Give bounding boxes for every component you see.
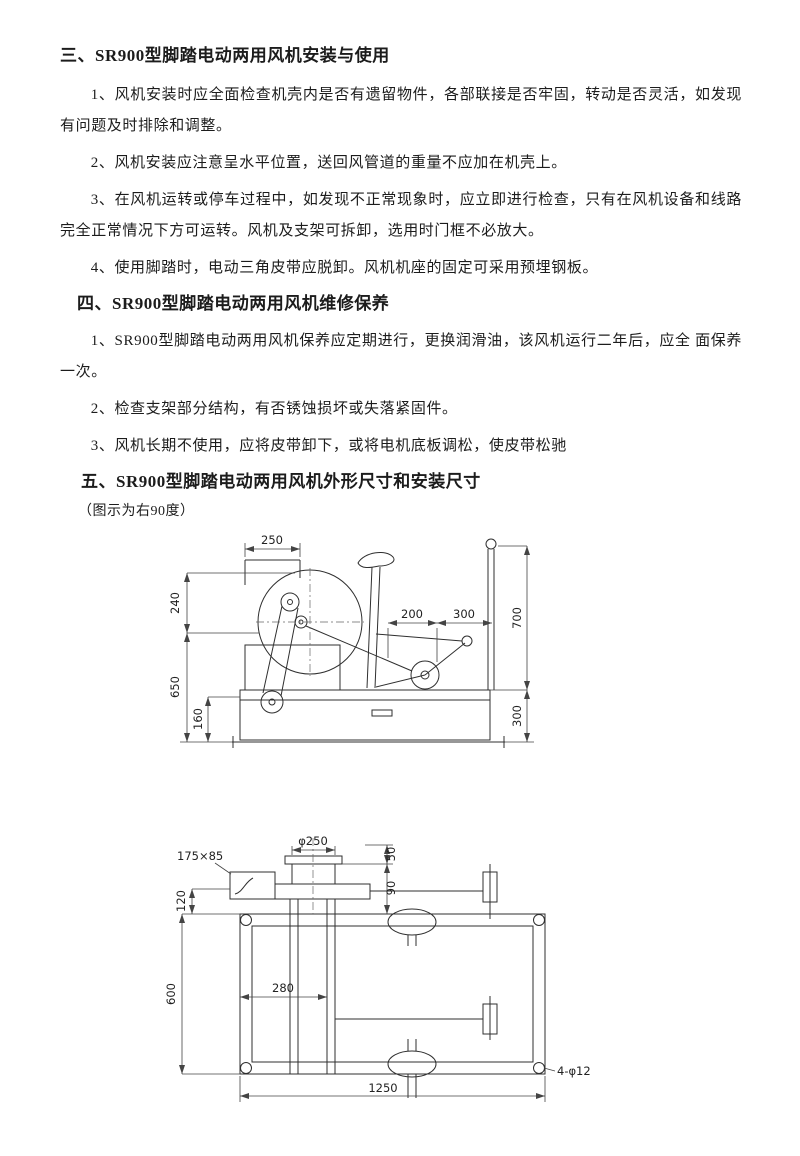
saddle-bottom-stem — [407, 1039, 417, 1051]
seat-post — [366, 566, 381, 689]
dim-250: 250 — [244, 533, 301, 557]
base-frame — [239, 689, 491, 741]
bottom-stub — [407, 1074, 417, 1098]
section-maintenance: 四、SR900型脚踏电动两用风机维修保养 1、SR900型脚踏电动两用风机保养应… — [60, 292, 742, 462]
frame-inner — [251, 925, 534, 1063]
dim-50: 50 — [342, 844, 398, 865]
flywheel — [260, 690, 284, 714]
section-dimensions: 五、SR900型脚踏电动两用风机外形尺寸和安装尺寸 （图示为右90度） — [60, 470, 742, 1124]
svg-text:90: 90 — [384, 881, 398, 896]
label-bolt-holes: 4-φ12 — [543, 1064, 591, 1078]
dim-1250: 1250 — [239, 1076, 546, 1102]
svg-text:4-φ12: 4-φ12 — [557, 1064, 591, 1078]
svg-text:160: 160 — [191, 708, 205, 730]
svg-text:120: 120 — [174, 890, 188, 912]
fan-column — [289, 899, 336, 1074]
flywheel-axle — [268, 698, 276, 706]
dim-240: 240 — [168, 572, 295, 634]
dim-700: 700 — [490, 545, 530, 691]
fan-machine-outline — [232, 538, 505, 748]
dim-200: 200 — [387, 607, 438, 662]
saddle-bottom — [387, 1050, 437, 1078]
crank-lever — [424, 642, 466, 676]
plan-dimensions: 175×85 φ250 50 90 — [165, 834, 591, 1102]
section-install-use: 三、SR900型脚踏电动两用风机安装与使用 1、风机安装时应全面检查机壳内是否有… — [60, 44, 742, 284]
mount-pad-detail — [234, 877, 254, 895]
side-view-drawing: 250 240 650 160 — [168, 533, 534, 748]
section4-heading: 四、SR900型脚踏电动两用风机维修保养 — [77, 294, 390, 313]
plan-machine-outline — [229, 855, 546, 1098]
figure-side-view: 250 240 650 160 — [160, 530, 600, 765]
dimensions: 250 240 650 160 — [168, 533, 534, 743]
section5-heading: 五、SR900型脚踏电动两用风机外形尺寸和安装尺寸 — [81, 472, 481, 491]
upper-bearing — [280, 592, 300, 612]
dim-650: 650 — [168, 633, 232, 743]
dim-flange-diameter: φ250 — [291, 834, 336, 855]
center-lines — [256, 568, 364, 676]
svg-text:1250: 1250 — [368, 1081, 397, 1095]
motor-box — [244, 644, 341, 691]
pedal-plate — [371, 709, 393, 717]
dim-300-mid: 300 — [437, 607, 492, 626]
section3-item-3: 3、在风机运转或停车过程中，如发现不正常现象时，应立即进行检查，只有在风机设备和… — [60, 192, 742, 239]
svg-text:300: 300 — [453, 607, 475, 621]
section3-item-4: 4、使用脚踏时，电动三角皮带应脱卸。风机机座的固定可采用预埋钢板。 — [90, 260, 599, 276]
figure-plan-view: 175×85 φ250 50 90 — [165, 834, 635, 1124]
svg-text:φ250: φ250 — [298, 834, 328, 848]
crank-axle — [420, 670, 430, 680]
ground-line — [232, 736, 505, 748]
bolt-hole-bottom-right — [533, 1062, 545, 1074]
upper-bearing-axle — [287, 599, 293, 605]
svg-text:300: 300 — [510, 705, 524, 727]
svg-text:200: 200 — [401, 607, 423, 621]
outlet-duct — [244, 559, 301, 585]
svg-text:50: 50 — [384, 847, 398, 862]
section3-heading: 三、SR900型脚踏电动两用风机安装与使用 — [60, 46, 390, 65]
saddle — [357, 551, 395, 569]
pole-knob — [485, 538, 497, 550]
dim-160: 160 — [191, 696, 240, 742]
saddle-top-stem — [407, 935, 417, 946]
dim-120: 120 — [174, 888, 240, 915]
svg-text:280: 280 — [272, 981, 294, 995]
bolt-hole-bottom-left — [240, 1062, 252, 1074]
pedal-pivot — [461, 635, 473, 647]
bolt-hole-top-left — [240, 914, 252, 926]
dim-280: 280 — [240, 981, 327, 1000]
drive-rod — [305, 625, 413, 672]
saddle-top — [387, 908, 437, 936]
section3-item-2: 2、风机安装应注意呈水平位置，送回风管道的重量不应加在机壳上。 — [90, 155, 567, 171]
svg-text:250: 250 — [261, 533, 283, 547]
dim-90: 90 — [384, 864, 398, 914]
section4-item-3: 3、风机长期不使用，应将皮带卸下，或将电机底板调松，使皮带松驰 — [90, 438, 567, 454]
section4-item-2: 2、检查支架部分结构，有否锈蚀损坏或失落紧固件。 — [90, 401, 458, 417]
dim-300-base: 300 — [505, 690, 534, 743]
svg-text:700: 700 — [510, 607, 524, 629]
rotation-note: （图示为右90度） — [78, 504, 195, 519]
section4-item-1: 1、SR900型脚踏电动两用风机保养应定期进行，更换润滑油，该风机运行二年后，应… — [60, 333, 742, 380]
dim-600: 600 — [165, 914, 240, 1075]
svg-text:240: 240 — [168, 592, 182, 614]
stand-pole — [487, 549, 495, 690]
belt-lines — [262, 605, 299, 697]
flange-cap — [284, 855, 343, 865]
top-lever — [375, 633, 463, 642]
svg-text:175×85: 175×85 — [177, 849, 223, 863]
mount-pad — [229, 871, 276, 900]
flange-stem — [291, 864, 336, 884]
svg-text:650: 650 — [168, 676, 182, 698]
post-link — [375, 674, 426, 688]
label-pad-size: 175×85 — [177, 849, 232, 875]
plan-view-drawing: 175×85 φ250 50 90 — [165, 834, 591, 1102]
bolt-hole-top-right — [533, 914, 545, 926]
cross-beam — [274, 883, 371, 900]
crank-wheel — [410, 660, 440, 690]
document-page: 三、SR900型脚踏电动两用风机安装与使用 1、风机安装时应全面检查机壳内是否有… — [60, 44, 742, 1124]
section3-item-1: 1、风机安装时应全面检查机壳内是否有遗留物件，各部联接是否牢固，转动是否灵活，如… — [60, 87, 742, 134]
svg-text:600: 600 — [165, 983, 178, 1005]
